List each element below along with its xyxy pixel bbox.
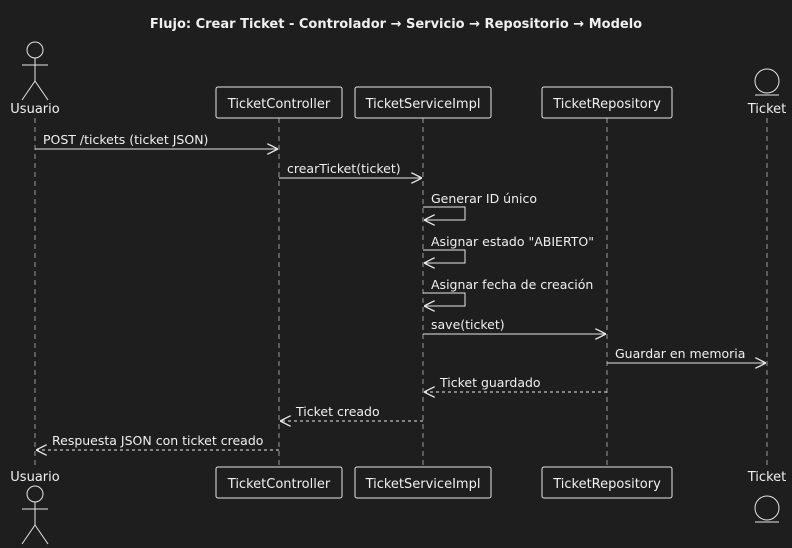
message-label: Respuesta JSON con ticket creado [52,433,263,448]
message-3: Generar ID único [423,191,537,220]
participant-box-repository: TicketRepository [541,466,673,499]
message-label: Asignar estado "ABIERTO" [431,234,594,249]
message-label: Guardar en memoria [615,346,745,361]
message-label: crearTicket(ticket) [287,161,401,176]
participant-label-usuario: Usuario [10,102,59,117]
message-6: save(ticket) [423,317,606,334]
message-label: Generar ID único [431,191,537,206]
message-10: Respuesta JSON con ticket creado [36,433,279,450]
message-1: POST /tickets (ticket JSON) [35,132,278,149]
message-9: Ticket creado [280,404,423,421]
participant-label-controller: TicketController [227,477,331,492]
participant-label-ticket: Ticket [747,102,786,117]
participant-label-repository: TicketRepository [552,477,661,492]
message-label: Ticket guardado [439,375,541,390]
participant-label-ticket: Ticket [747,470,786,485]
message-2: crearTicket(ticket) [279,161,422,178]
message-label: POST /tickets (ticket JSON) [43,132,208,147]
message-8: Ticket guardado [424,375,607,392]
message-4: Asignar estado "ABIERTO" [423,234,594,263]
diagram-title: Flujo: Crear Ticket - Controlador → Serv… [150,17,642,32]
participant-label-controller: TicketController [227,97,331,112]
participant-label-service: TicketServiceImpl [365,97,481,112]
message-label: Asignar fecha de creación [431,277,593,292]
message-5: Asignar fecha de creación [423,277,593,306]
participant-box-service: TicketServiceImpl [354,86,492,119]
entity-ticket-bottom [754,495,780,523]
participant-label-service: TicketServiceImpl [365,477,481,492]
participant-label-usuario: Usuario [10,470,59,485]
participant-box-controller: TicketController [215,86,343,119]
actor-usuario-bottom [21,485,49,545]
participant-box-controller: TicketController [215,466,343,499]
participant-box-repository: TicketRepository [541,86,673,119]
message-7: Guardar en memoria [607,346,766,363]
participant-box-service: TicketServiceImpl [354,466,492,499]
entity-ticket-top [754,68,780,96]
message-label: save(ticket) [431,317,505,332]
message-label: Ticket creado [295,404,380,419]
actor-usuario-top [21,41,49,101]
participant-label-repository: TicketRepository [552,97,661,112]
